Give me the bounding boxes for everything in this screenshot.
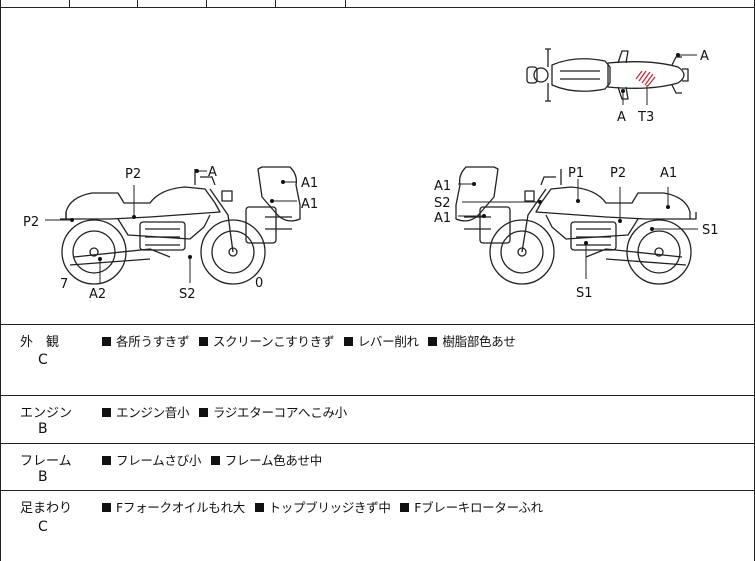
note-item: 樹脂部色あせ xyxy=(442,334,516,349)
label-a1: A1 xyxy=(434,179,451,194)
table-divider xyxy=(206,0,207,7)
note-item: エンジン音小 xyxy=(116,405,190,420)
note-item: 各所うすきず xyxy=(116,334,190,349)
label-0: 0 xyxy=(255,276,263,291)
bullet-square-icon xyxy=(254,503,264,512)
bullet-square-icon xyxy=(198,337,208,346)
row-category: エンジン xyxy=(20,406,73,421)
bullet-square-icon xyxy=(102,408,111,417)
condition-row-exterior: 外 観 C 各所うすきず スクリーンこすりきず レバー削れ 樹脂部色あせ xyxy=(0,325,755,396)
label-s2: S2 xyxy=(179,287,196,302)
note-item: ラジエターコアへこみ小 xyxy=(212,405,347,420)
top-view-bike xyxy=(526,48,689,102)
motorcycle-diagram: A A T3 P2 A A1 A1 P2 7 A2 S2 0 A1 S2 A1 … xyxy=(23,48,719,302)
row-grade: C xyxy=(38,352,48,368)
label-a1: A1 xyxy=(660,166,677,181)
label-7: 7 xyxy=(60,277,68,292)
table-divider xyxy=(275,0,276,7)
label-p2: P2 xyxy=(610,166,626,181)
note-item: レバー削れ xyxy=(357,334,419,349)
label-s1: S1 xyxy=(702,223,719,238)
note-item: トップブリッジきず中 xyxy=(268,500,391,515)
row-grade: B xyxy=(38,421,48,437)
table-divider xyxy=(69,0,70,7)
note-item: Fブレーキローターふれ xyxy=(414,500,543,515)
bullet-square-icon xyxy=(102,503,111,512)
row-category: 外 観 xyxy=(20,335,60,350)
row-category: 足まわり xyxy=(20,501,73,516)
bullet-square-icon xyxy=(428,337,438,346)
label-a: A xyxy=(700,49,709,64)
condition-row-frame: フレーム B フレームさび小 フレーム色あせ中 xyxy=(0,444,755,491)
table-divider xyxy=(345,0,346,7)
note-item: フレームさび小 xyxy=(116,453,202,468)
label-a1: A1 xyxy=(301,197,318,212)
label-a1: A1 xyxy=(301,176,318,191)
condition-row-engine: エンジン B エンジン音小 ラジエターコアへこみ小 xyxy=(0,396,755,444)
right-side-bike xyxy=(455,166,697,285)
label-a2: A2 xyxy=(89,287,106,302)
row-notes: 各所うすきず スクリーンこすりきず レバー削れ 樹脂部色あせ xyxy=(102,331,522,350)
marker-dots xyxy=(70,53,680,261)
row-notes: フレームさび小 フレーム色あせ中 xyxy=(102,450,328,469)
bullet-square-icon xyxy=(400,503,410,512)
label-t3: T3 xyxy=(637,110,654,125)
row-notes: エンジン音小 ラジエターコアへこみ小 xyxy=(102,402,353,421)
label-s1: S1 xyxy=(576,286,593,301)
top-table-edge xyxy=(0,0,755,8)
damage-diagram: A A T3 P2 A A1 A1 P2 7 A2 S2 0 A1 S2 A1 … xyxy=(0,7,755,325)
label-p2: P2 xyxy=(125,167,141,182)
note-item: フレーム色あせ中 xyxy=(224,453,323,468)
row-notes: Fフォークオイルもれ大 トップブリッジきず中 Fブレーキローターふれ xyxy=(102,497,549,516)
label-s2: S2 xyxy=(434,196,451,211)
scratch-mark xyxy=(635,70,656,87)
label-a: A xyxy=(208,165,217,180)
row-grade: B xyxy=(38,469,48,485)
condition-row-suspension: 足まわり C Fフォークオイルもれ大 トップブリッジきず中 Fブレーキローターふ… xyxy=(0,491,755,561)
bullet-square-icon xyxy=(102,456,111,465)
bullet-square-icon xyxy=(210,456,220,465)
bullet-square-icon xyxy=(343,337,353,346)
label-a1: A1 xyxy=(434,211,451,226)
note-item: スクリーンこすりきず xyxy=(212,334,335,349)
table-divider xyxy=(137,0,138,7)
label-p2: P2 xyxy=(23,215,39,230)
label-a: A xyxy=(617,110,626,125)
note-item: Fフォークオイルもれ大 xyxy=(116,500,245,515)
bullet-square-icon xyxy=(102,337,111,346)
leader-lines xyxy=(45,54,698,283)
row-grade: C xyxy=(38,519,48,535)
label-p1: P1 xyxy=(568,166,584,181)
row-category: フレーム xyxy=(20,454,72,469)
bullet-square-icon xyxy=(198,408,208,417)
left-side-bike xyxy=(60,166,301,285)
